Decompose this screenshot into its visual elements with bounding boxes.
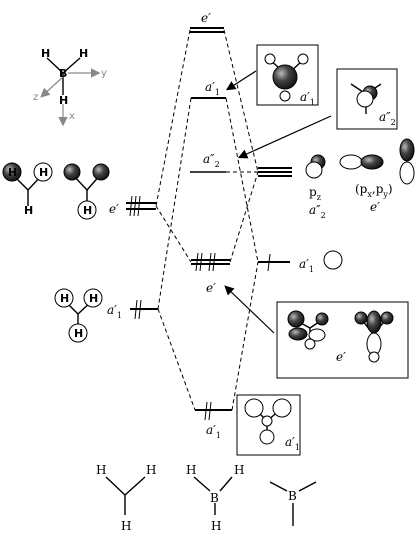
boron-px-orbital bbox=[339, 154, 384, 170]
box-bottom-a1-label: a′1 bbox=[285, 435, 300, 452]
bottom-h3-structure: H H H bbox=[96, 463, 156, 533]
atom-h: H bbox=[59, 94, 68, 107]
atom-h: H bbox=[39, 166, 48, 179]
atom-h: H bbox=[8, 166, 17, 179]
box-top-a1-label: a′1 bbox=[300, 90, 315, 107]
left-a1-prime-fragment: H H H bbox=[54, 288, 103, 343]
atom-h: H bbox=[96, 463, 106, 477]
atom-h: H bbox=[146, 463, 156, 477]
atom-b: B bbox=[59, 67, 67, 80]
boron-pz-orbital bbox=[305, 154, 326, 179]
box-top-a1-prime: a′1 bbox=[256, 44, 319, 107]
atom-h: H bbox=[211, 519, 221, 533]
atom-h: H bbox=[83, 204, 92, 217]
bottom-b-structure: B bbox=[269, 481, 317, 526]
boron-pz-sym-label: a″2 bbox=[309, 203, 326, 220]
bh3-axes-structure: H H B H y z x bbox=[33, 47, 107, 127]
mo-level-a1-prime-lower bbox=[195, 401, 232, 421]
atom-h: H bbox=[89, 292, 98, 305]
mo-level-top-e-prime bbox=[190, 27, 224, 33]
boron-pxpy-label: (px,py) bbox=[355, 182, 393, 199]
atom-h: H bbox=[24, 204, 33, 217]
left-e-prime-fragment-2: H bbox=[63, 163, 110, 220]
arrow-top-a1 bbox=[225, 70, 257, 91]
boron-s-orbital bbox=[323, 250, 343, 270]
left-e-prime-level bbox=[126, 195, 156, 217]
mo-level-e-prime-middle bbox=[191, 252, 230, 272]
mo-e-prime-middle-label: e′ bbox=[206, 281, 216, 295]
arrow-a2 bbox=[237, 115, 332, 159]
atom-h: H bbox=[79, 47, 88, 60]
left-a1-prime-label: a′1 bbox=[107, 303, 122, 320]
left-e-prime-fragment-1: H H H bbox=[2, 162, 53, 217]
atom-h: H bbox=[121, 519, 131, 533]
box-a2-double-prime: a″2 bbox=[336, 68, 398, 130]
box-e-prime: e′ bbox=[276, 301, 409, 379]
atom-h: H bbox=[60, 292, 69, 305]
atom-h: H bbox=[74, 327, 83, 340]
box-a2-label: a″2 bbox=[379, 110, 396, 127]
mo-a1-prime-lower-label: a′1 bbox=[206, 423, 221, 440]
boron-pxpy-sym-label: e′ bbox=[370, 200, 380, 214]
bottom-bh3-structure: H H B H bbox=[186, 463, 244, 533]
boron-s-sym-label: a′1 bbox=[299, 257, 314, 274]
atom-h: H bbox=[234, 463, 244, 477]
axis-y-label: y bbox=[101, 68, 107, 79]
boron-pz-label: pz bbox=[309, 185, 321, 202]
mo-top-e-prime-label: e′ bbox=[201, 11, 211, 25]
atom-h: H bbox=[186, 463, 196, 477]
left-a1-prime-level bbox=[130, 299, 158, 320]
boron-py-orbital bbox=[399, 138, 415, 185]
left-e-prime-label: e′ bbox=[109, 202, 119, 216]
atom-b: B bbox=[288, 489, 297, 503]
mo-a1-prime-upper-label: a′1 bbox=[205, 80, 220, 97]
box-e-label: e′ bbox=[336, 350, 346, 364]
boron-s-level bbox=[258, 253, 290, 272]
atom-b: B bbox=[210, 491, 219, 505]
atom-h: H bbox=[41, 47, 50, 60]
correlation-lines bbox=[155, 29, 259, 411]
mo-a2-double-prime-label: a″2 bbox=[203, 152, 220, 169]
axis-z-label: z bbox=[33, 92, 38, 103]
axis-x-label: x bbox=[69, 111, 75, 122]
box-bottom-a1-prime: a′1 bbox=[236, 394, 301, 456]
boron-p-level bbox=[258, 167, 292, 177]
arrow-e bbox=[224, 285, 275, 334]
